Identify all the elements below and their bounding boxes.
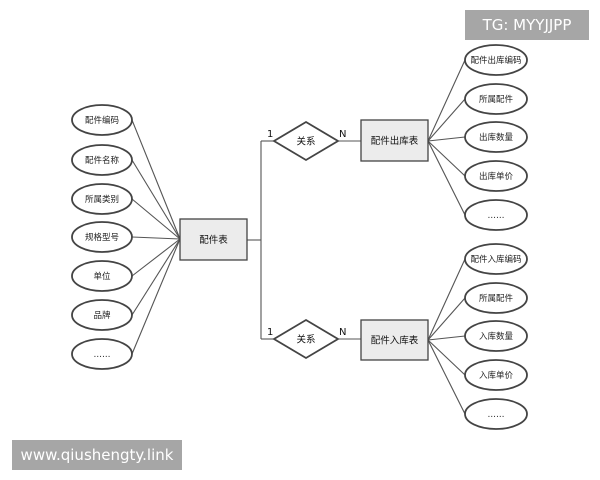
edge-attribute: [427, 140, 466, 177]
attr-label: 配件出库编码: [470, 55, 521, 66]
attr-label: ……: [94, 350, 111, 360]
attr-node: 入库数量: [464, 320, 528, 352]
attr-node: 所属类别: [71, 183, 133, 215]
watermark-top: TG: MYYJJPP: [465, 10, 589, 40]
attr-label: 出库单价: [479, 171, 514, 182]
edge-attribute: [427, 140, 466, 216]
edge-attribute: [131, 238, 181, 277]
diagram-edges: [131, 59, 466, 415]
edge-attribute: [427, 258, 466, 341]
attr-node: 配件编码: [71, 104, 133, 136]
attr-node: 所属配件: [464, 83, 528, 115]
attr-node: 所属配件: [464, 282, 528, 314]
attr-label: 品牌: [93, 310, 111, 321]
relationship-top: 关系 1 N: [267, 120, 346, 162]
attr-label: 入库数量: [479, 331, 514, 342]
relationship-label: 关系: [296, 334, 315, 346]
attr-node: 出库单价: [464, 160, 528, 192]
attr-label: 配件名称: [85, 155, 120, 166]
entity-inbound-label: 配件入库表: [371, 335, 419, 347]
edge-attribute: [427, 297, 466, 341]
edge-attribute: [427, 59, 466, 142]
entity-outbound: 配件出库表: [360, 119, 429, 162]
attr-label: 规格型号: [85, 232, 119, 243]
relationship-label: 关系: [296, 136, 315, 148]
attr-label: 配件入库编码: [470, 254, 521, 265]
inbound-attributes: 配件入库编码 所属配件 入库数量 入库单价 ……: [464, 243, 528, 430]
edge-attribute: [427, 98, 466, 142]
cardinality-many: N: [339, 129, 346, 140]
attr-node: ……: [464, 398, 528, 430]
attr-label: 入库单价: [479, 370, 514, 381]
attr-label: 配件编码: [85, 115, 119, 126]
watermark-bottom: www.qiushengty.link: [12, 440, 182, 470]
edge-attribute: [427, 335, 466, 341]
relationship-bottom: 关系 1 N: [267, 318, 346, 360]
attr-node: ……: [71, 338, 133, 370]
attr-node: 配件出库编码: [464, 44, 528, 76]
attr-label: 所属类别: [85, 194, 119, 205]
cardinality-many: N: [339, 327, 346, 338]
edge-attribute: [131, 236, 181, 240]
attr-node: 规格型号: [71, 221, 133, 253]
edge-attribute: [131, 238, 181, 355]
central-entity: 配件表: [179, 218, 248, 261]
cardinality-one: 1: [267, 327, 273, 338]
entity-outbound-label: 配件出库表: [371, 135, 419, 147]
left-attributes: 配件编码 配件名称 所属类别 规格型号 单位 品牌 ……: [71, 104, 133, 370]
edge-attribute: [131, 238, 181, 316]
entity-inbound: 配件入库表: [360, 319, 429, 361]
attr-node: 单位: [71, 260, 133, 292]
attr-node: 品牌: [71, 299, 133, 331]
edge-attribute: [131, 119, 181, 240]
attr-label: 所属配件: [479, 293, 514, 304]
attr-label: 单位: [93, 271, 111, 282]
edge-attribute: [427, 339, 466, 376]
attr-label: 出库数量: [479, 132, 514, 143]
edge-attribute: [427, 136, 466, 142]
edge-attribute: [427, 339, 466, 415]
attr-node: 出库数量: [464, 121, 528, 153]
attr-node: ……: [464, 199, 528, 231]
edge-attribute: [131, 198, 181, 240]
cardinality-one: 1: [267, 129, 273, 140]
attr-node: 入库单价: [464, 359, 528, 391]
edge-attribute: [131, 159, 181, 240]
attr-label: ……: [488, 410, 505, 420]
attr-node: 配件入库编码: [464, 243, 528, 275]
attr-label: ……: [488, 211, 505, 221]
attr-label: 所属配件: [479, 94, 514, 105]
central-entity-label: 配件表: [199, 234, 228, 246]
attr-node: 配件名称: [71, 144, 133, 176]
outbound-attributes: 配件出库编码 所属配件 出库数量 出库单价 ……: [464, 44, 528, 231]
